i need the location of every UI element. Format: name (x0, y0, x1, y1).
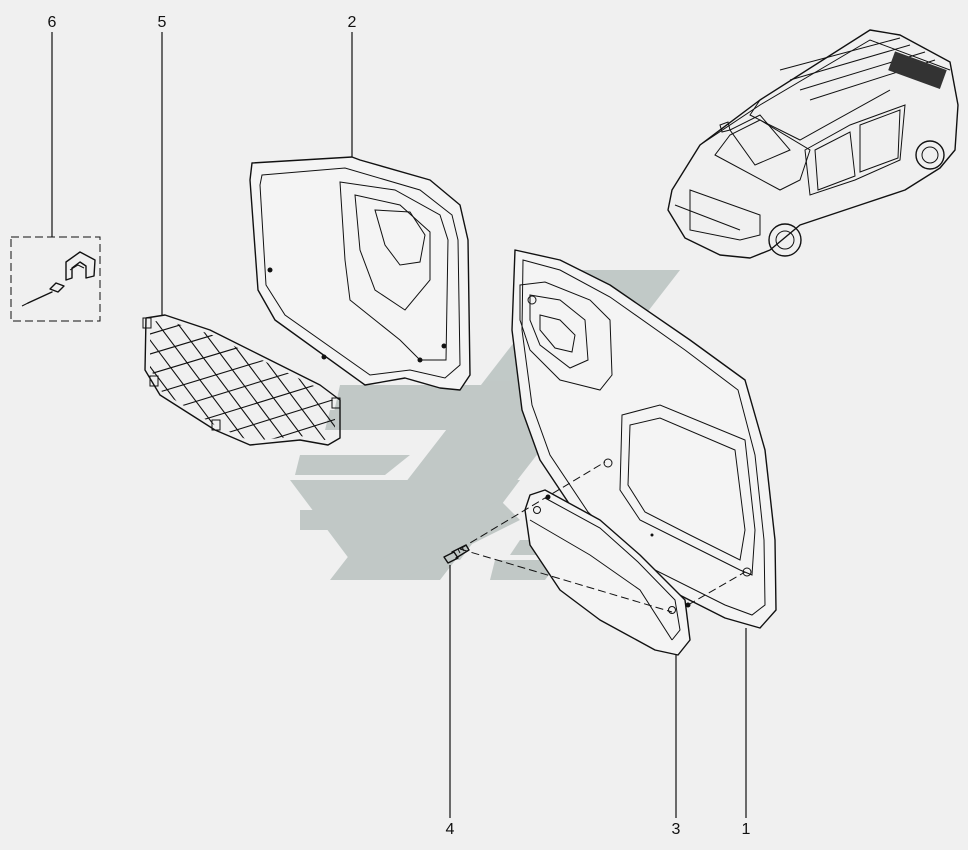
vehicle-locator-illustration (667, 29, 959, 259)
callout-5: 5 (158, 14, 167, 31)
assembly-dashed-lines (459, 461, 746, 613)
callout-2: 2 (348, 14, 357, 31)
callout-leaders (51, 32, 747, 818)
callout-3: 3 (672, 821, 681, 838)
part-2-trim-panel[interactable] (249, 156, 471, 391)
part-6-fastener-kit[interactable] (10, 236, 101, 322)
callout-4: 4 (446, 821, 455, 838)
callout-1: 1 (742, 821, 751, 838)
part-3-cover[interactable] (524, 489, 691, 656)
part-1-side-panel[interactable] (511, 249, 777, 629)
callout-6: 6 (48, 14, 57, 31)
part-4-screw[interactable] (443, 544, 470, 564)
